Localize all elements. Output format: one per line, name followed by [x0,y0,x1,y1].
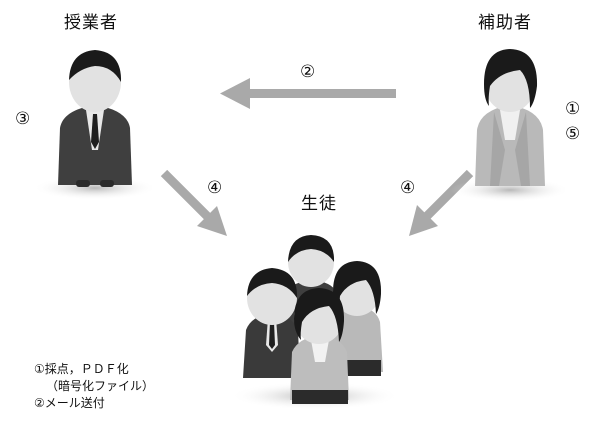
legend-line-1: ①採点，ＰＤＦ化 [34,362,129,376]
students-figure [230,235,400,410]
legend-line-2: （暗号化ファイル） [46,379,155,393]
arrow-assistant-to-teacher [220,78,396,109]
assistant-label: 補助者 [478,13,532,33]
arrow-step-4-right-label: ④ [400,178,416,198]
arrow-step-4-left-label: ④ [207,178,223,198]
teacher-figure [33,50,157,200]
assistant-step-1-label: ① [565,99,581,119]
legend-line-3: ②メール送付 [34,396,105,410]
assistant-figure [450,49,570,202]
arrow-assistant-to-students [409,169,474,236]
assistant-step-5-label: ⑤ [565,124,581,144]
legend: ①採点，ＰＤＦ化 （暗号化ファイル） ②メール送付 [34,361,154,412]
arrow-teacher-to-students [160,169,227,236]
students-label: 生徒 [301,194,337,214]
arrow-step-2-label: ② [300,62,316,82]
teacher-label: 授業者 [64,13,118,33]
teacher-step-label: ③ [15,109,31,129]
